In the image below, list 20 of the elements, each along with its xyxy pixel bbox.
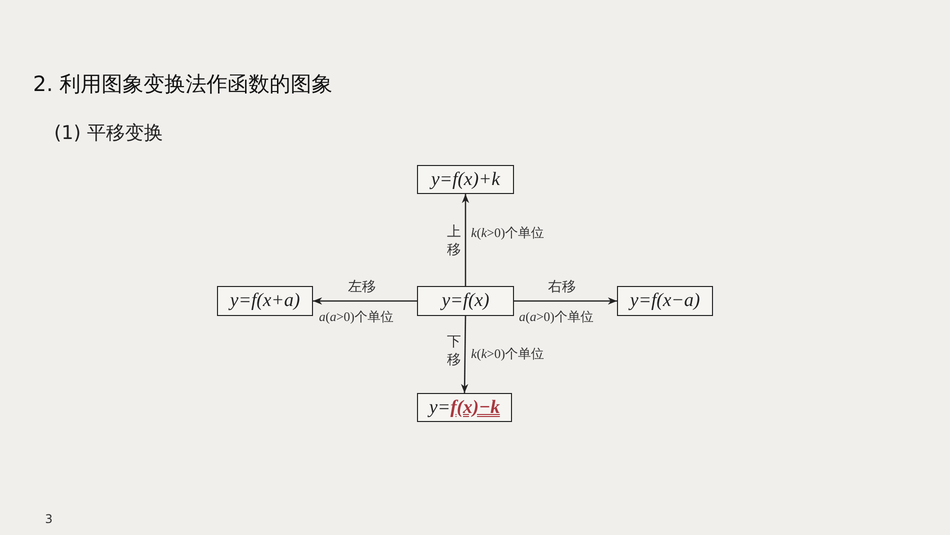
formula-box: y=f(x−a) <box>617 286 713 316</box>
formula-box: y=f(x+a) <box>217 286 313 316</box>
arrow <box>313 297 417 305</box>
shift-amount-text: a(a>0)个单位 <box>319 308 394 326</box>
subheading: (1) 平移变换 <box>54 121 163 146</box>
edge-label: 左移 <box>348 278 376 296</box>
edge-label: 下移 <box>447 333 462 369</box>
formula-box: y=f(x)−k <box>417 393 512 422</box>
arrow <box>514 297 617 305</box>
formula-box: y=f(x) <box>417 286 514 316</box>
heading: 2. 利用图象变换法作函数的图象 <box>33 71 333 98</box>
formula-box: y=f(x)+k <box>417 165 514 194</box>
arrow <box>460 316 468 393</box>
shift-amount-text: k(k>0)个单位 <box>471 224 544 242</box>
arrow <box>462 194 470 286</box>
edge-label: 右移 <box>548 278 576 296</box>
shift-amount-text: a(a>0)个单位 <box>519 308 594 326</box>
edge-label: 上移 <box>447 223 462 259</box>
shift-amount-text: k(k>0)个单位 <box>471 345 544 363</box>
page-number: 3 <box>45 512 53 526</box>
